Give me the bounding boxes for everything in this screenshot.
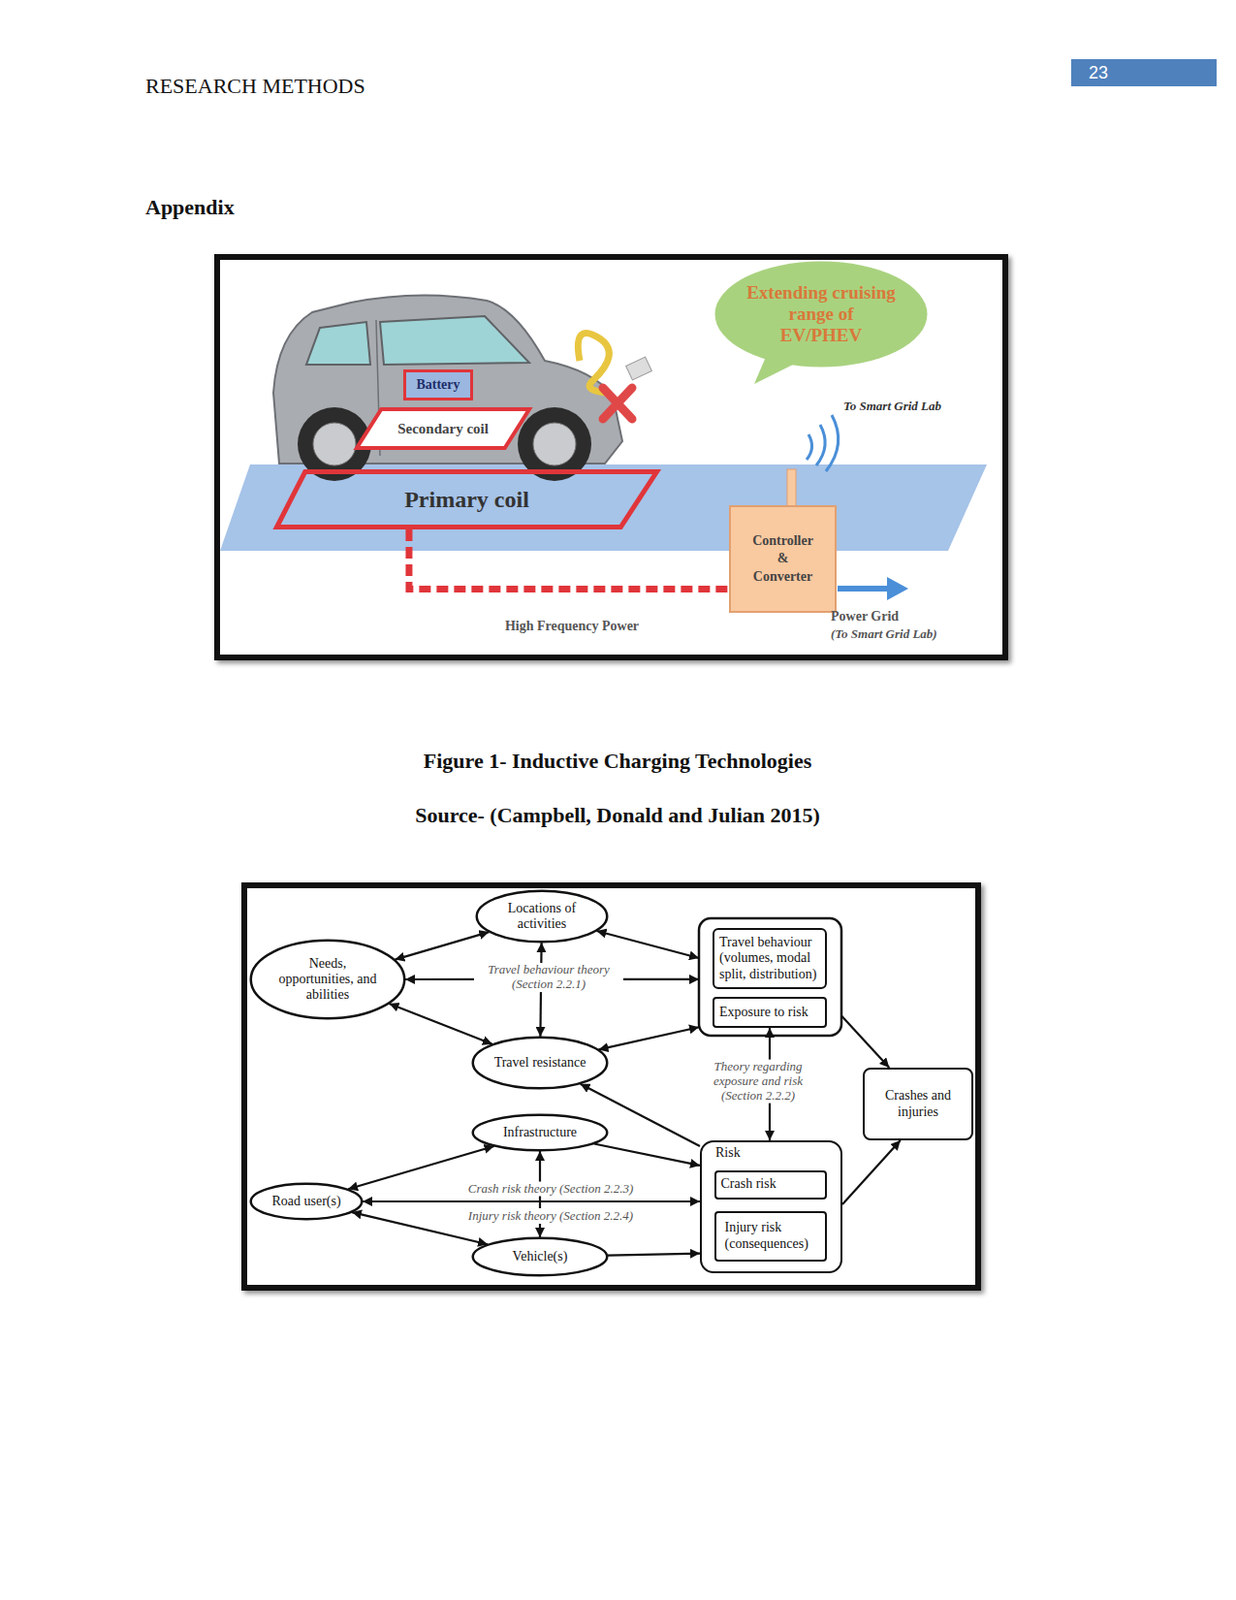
edge-label: Crash risk theory (Section 2.2.3) xyxy=(466,1181,635,1197)
ellipse-node: Infrastructure xyxy=(471,1112,609,1152)
process-box: Injury risk (consequences) xyxy=(714,1210,827,1262)
arrow-shaft xyxy=(837,585,890,592)
controller-box: Controller & Converter xyxy=(728,505,837,613)
part-label: Power Grid xyxy=(830,608,899,625)
node-text: Crash risk xyxy=(721,1175,821,1192)
edge-label: Theory regarding exposure and risk (Sect… xyxy=(702,1059,814,1104)
ellipse-outline xyxy=(715,261,928,368)
part-label: To Smart Grid Lab xyxy=(843,398,942,414)
edge-label: High Frequency Power xyxy=(503,618,641,634)
node-text: Extending cruising range of EV/PHEV xyxy=(746,282,896,347)
node-text: Battery xyxy=(406,377,471,393)
car xyxy=(273,294,623,481)
node-text: Vehicle(s) xyxy=(485,1248,596,1265)
ellipse-outline xyxy=(251,1183,363,1220)
callout-bubble: Extending cruising range of EV/PHEV xyxy=(714,260,928,368)
ellipse-outline xyxy=(473,1237,608,1276)
node-text: Exposure to risk xyxy=(719,1004,821,1020)
part-label: (To Smart Grid Lab) xyxy=(830,626,938,642)
connector-arrow xyxy=(841,1015,889,1068)
ellipse-outline xyxy=(251,940,406,1019)
grid-arrow xyxy=(837,576,909,601)
outcome-box: Crashes and injuries xyxy=(862,1067,974,1141)
coil-outline xyxy=(356,409,530,448)
node-text: Secondary coil xyxy=(381,420,506,438)
ellipse-node: Road user(s) xyxy=(249,1181,364,1221)
coil-outline xyxy=(277,472,658,528)
process-box: Travel behaviour (volumes, modal split, … xyxy=(712,927,827,989)
antenna xyxy=(787,414,839,507)
node-text: Locations of activities xyxy=(491,900,593,932)
figure-source: Source- (Campbell, Donald and Julian 201… xyxy=(414,802,821,828)
ellipse-outline xyxy=(473,1037,608,1089)
arrow-head xyxy=(887,576,909,601)
connector-arrow xyxy=(599,1026,700,1049)
node-text: Primary coil xyxy=(322,486,611,513)
unplugged-cable xyxy=(577,333,652,419)
group-box xyxy=(698,918,842,1036)
node-text: Travel resistance xyxy=(490,1054,590,1071)
node-text: Injury risk (consequences) xyxy=(725,1219,821,1251)
node-text: Road user(s) xyxy=(259,1193,353,1209)
signal-waves xyxy=(806,414,839,472)
running-header: RESEARCH METHODS xyxy=(145,73,366,99)
ellipse-node: Needs, opportunities, and abilities xyxy=(249,938,407,1020)
wheel-hub xyxy=(313,422,356,466)
ellipse-outline xyxy=(473,1114,608,1151)
figure-caption: Figure 1- Inductive Charging Technologie… xyxy=(423,748,813,774)
connector-arrow xyxy=(597,930,700,958)
car-window xyxy=(306,321,371,365)
connector-arrow xyxy=(394,931,489,960)
node-text: Crashes and injuries xyxy=(871,1087,965,1119)
connector-arrow xyxy=(362,1200,700,1203)
connector-arrow xyxy=(842,1140,901,1205)
page-number: 23 xyxy=(1088,60,1109,86)
secondary-coil: Secondary coil xyxy=(354,407,532,450)
ellipse-node: Travel resistance xyxy=(471,1035,609,1090)
theory-label: Injury risk theory (Section 2.2.4) xyxy=(466,1207,635,1224)
connector-arrow xyxy=(389,1003,493,1045)
connector-arrow xyxy=(594,1143,700,1166)
power-line xyxy=(409,529,729,590)
node-text: Travel behaviour (volumes, modal split, … xyxy=(719,934,821,982)
car-window xyxy=(380,316,530,365)
node-text: Controller & Converter xyxy=(734,532,831,586)
antenna-mast xyxy=(787,469,796,507)
ellipse-node: Locations of activities xyxy=(475,888,609,944)
primary-coil: Primary coil xyxy=(274,469,660,530)
ellipse-node: Vehicle(s) xyxy=(471,1236,609,1277)
battery-box: Battery xyxy=(403,369,474,401)
connector-arrow xyxy=(607,1253,700,1256)
edge-label: Travel behaviour theory (Section 2.2.1) xyxy=(474,962,624,992)
cross-mark xyxy=(602,387,633,419)
plug xyxy=(626,356,653,381)
node-text: Infrastructure xyxy=(485,1124,596,1141)
ellipse-outline xyxy=(476,890,608,943)
node-text: Needs, opportunities, and abilities xyxy=(273,955,383,1003)
process-box: Crash risk xyxy=(714,1170,827,1200)
process-box: Exposure to risk xyxy=(712,996,827,1028)
wheel-hub xyxy=(533,422,576,466)
group-box: RiskCrash riskInjury risk (consequences) xyxy=(699,1140,843,1273)
page-heading: Appendix xyxy=(145,194,235,221)
node-text: Risk xyxy=(715,1144,741,1161)
